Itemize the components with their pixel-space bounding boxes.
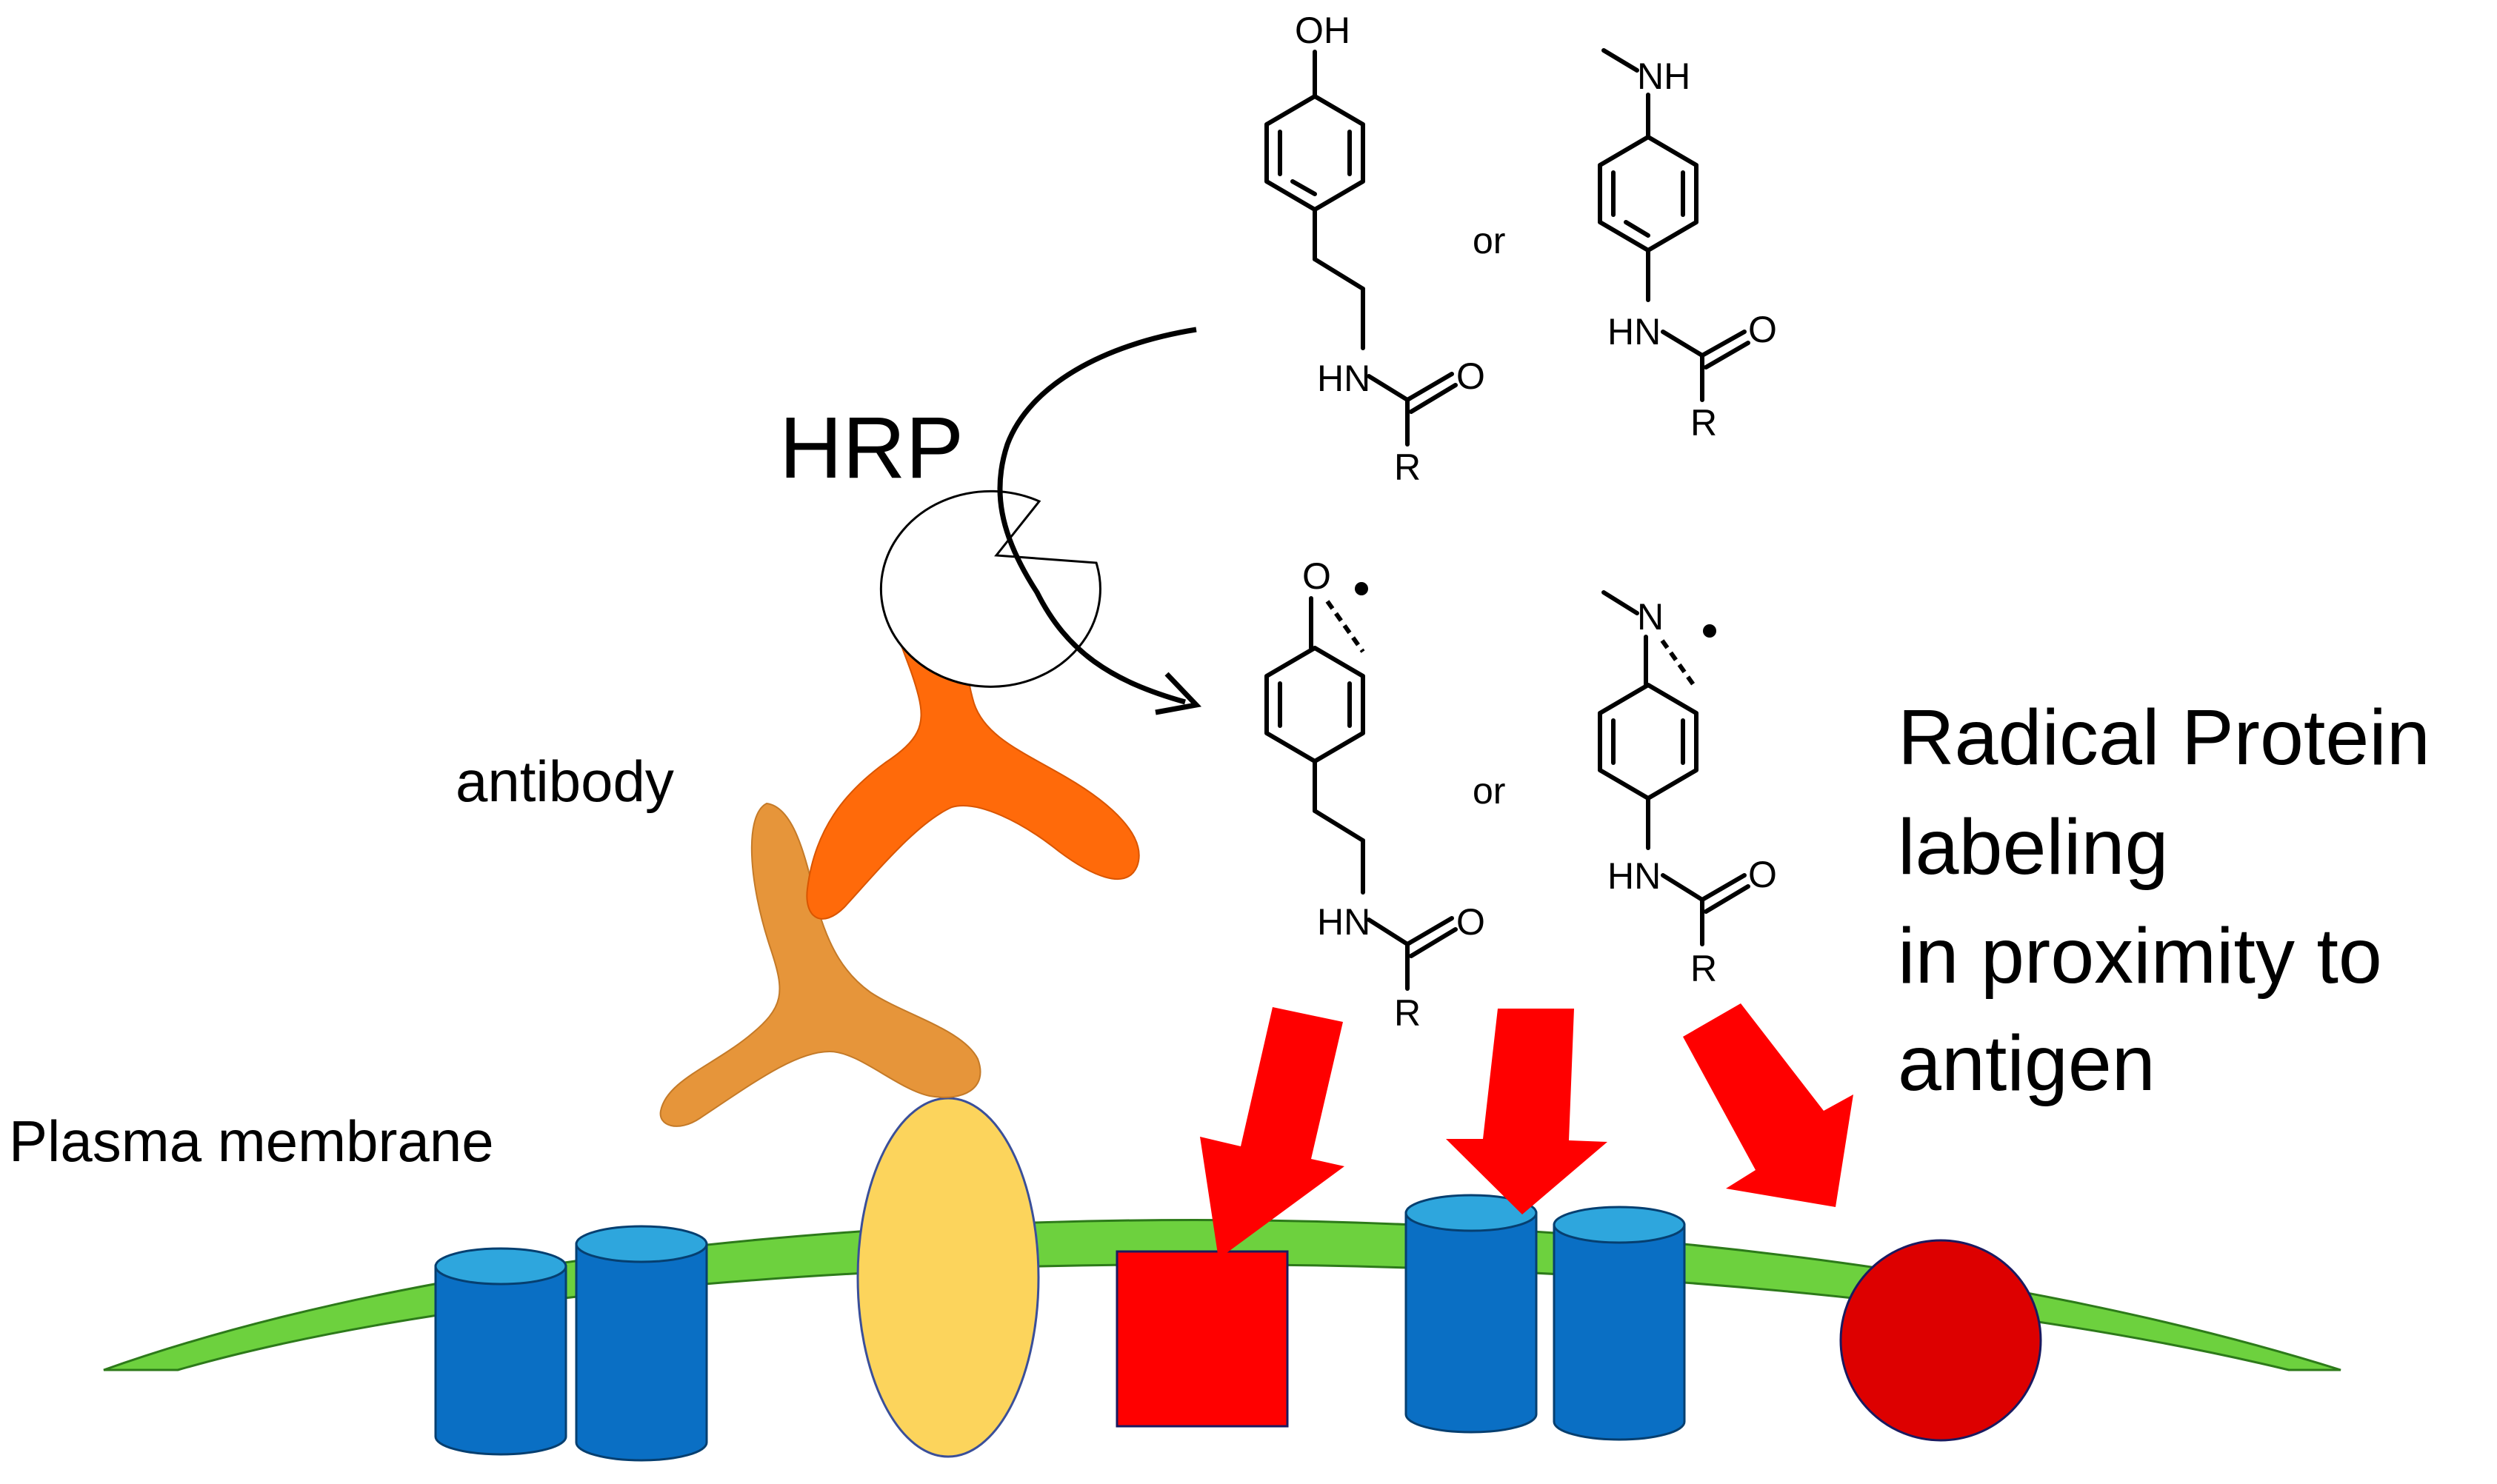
labeling-arrow-1 [1200, 1007, 1344, 1259]
aniline-r-label: R [1690, 402, 1717, 444]
labeled-protein-square [1116, 1250, 1289, 1428]
aniline-radical-o-label: O [1748, 854, 1777, 895]
aniline-radical-n-label: N [1637, 596, 1664, 638]
antibody-label: antibody [456, 749, 674, 814]
tyramide-oh-label: OH [1295, 10, 1350, 51]
description-line-4: antigen [1898, 1020, 2156, 1107]
aniline-o-label: O [1748, 309, 1777, 350]
tyramide-radical-r-label: R [1394, 992, 1421, 1034]
labeled-protein-circle [1839, 1239, 2042, 1442]
hrp-enzyme [879, 489, 1101, 688]
tyramide-radical-structure: O HN O R [1264, 555, 1485, 1034]
aniline-radical-hn-label: HN [1607, 855, 1661, 897]
description-line-2: labeling [1898, 803, 2168, 891]
tyramide-radical-o2-label: O [1456, 901, 1485, 943]
aniline-radical-structure: N HN O R [1598, 590, 1777, 989]
aniline-nh-label: NH [1637, 56, 1690, 97]
description-line-3: in proximity to [1898, 912, 2382, 1000]
hrp-label: HRP [779, 399, 964, 497]
tyramide-radical-o-label: O [1302, 555, 1331, 597]
or-label-top: or [1473, 220, 1505, 261]
tyramide-hn-label: HN [1317, 358, 1370, 399]
tyramide-r-label: R [1394, 447, 1421, 488]
aniline-structure: NH HN O R [1598, 48, 1777, 444]
radical-dot-1 [1355, 582, 1368, 595]
description-line-1: Radical Protein [1898, 694, 2430, 781]
reaction-arrow [997, 327, 1197, 705]
radical-labeling-description: Radical Protein labeling in proximity to… [1898, 694, 2430, 1107]
membrane-channel-right [1404, 1194, 1686, 1441]
aniline-hn-label: HN [1607, 311, 1661, 352]
or-label-bottom: or [1473, 770, 1505, 812]
plasma-membrane-label: Plasma membrane [9, 1109, 494, 1174]
aniline-radical-r-label: R [1690, 948, 1717, 989]
labeling-arrow-2 [1446, 1009, 1607, 1214]
primary-antibody [659, 802, 981, 1127]
tyramide-radical-hn-label: HN [1317, 901, 1370, 943]
reaction-arrowhead [1155, 672, 1202, 715]
radical-dot-2 [1703, 624, 1716, 638]
labeling-arrow-3 [1683, 1003, 1853, 1207]
labeling-arrows [1200, 1003, 1853, 1259]
tyramide-structure: OH HN O R [1264, 10, 1485, 488]
membrane-channel-left [434, 1225, 708, 1462]
secondary-antibody [806, 600, 1140, 920]
antigen [856, 1097, 1040, 1458]
tyramide-o-label: O [1456, 355, 1485, 397]
